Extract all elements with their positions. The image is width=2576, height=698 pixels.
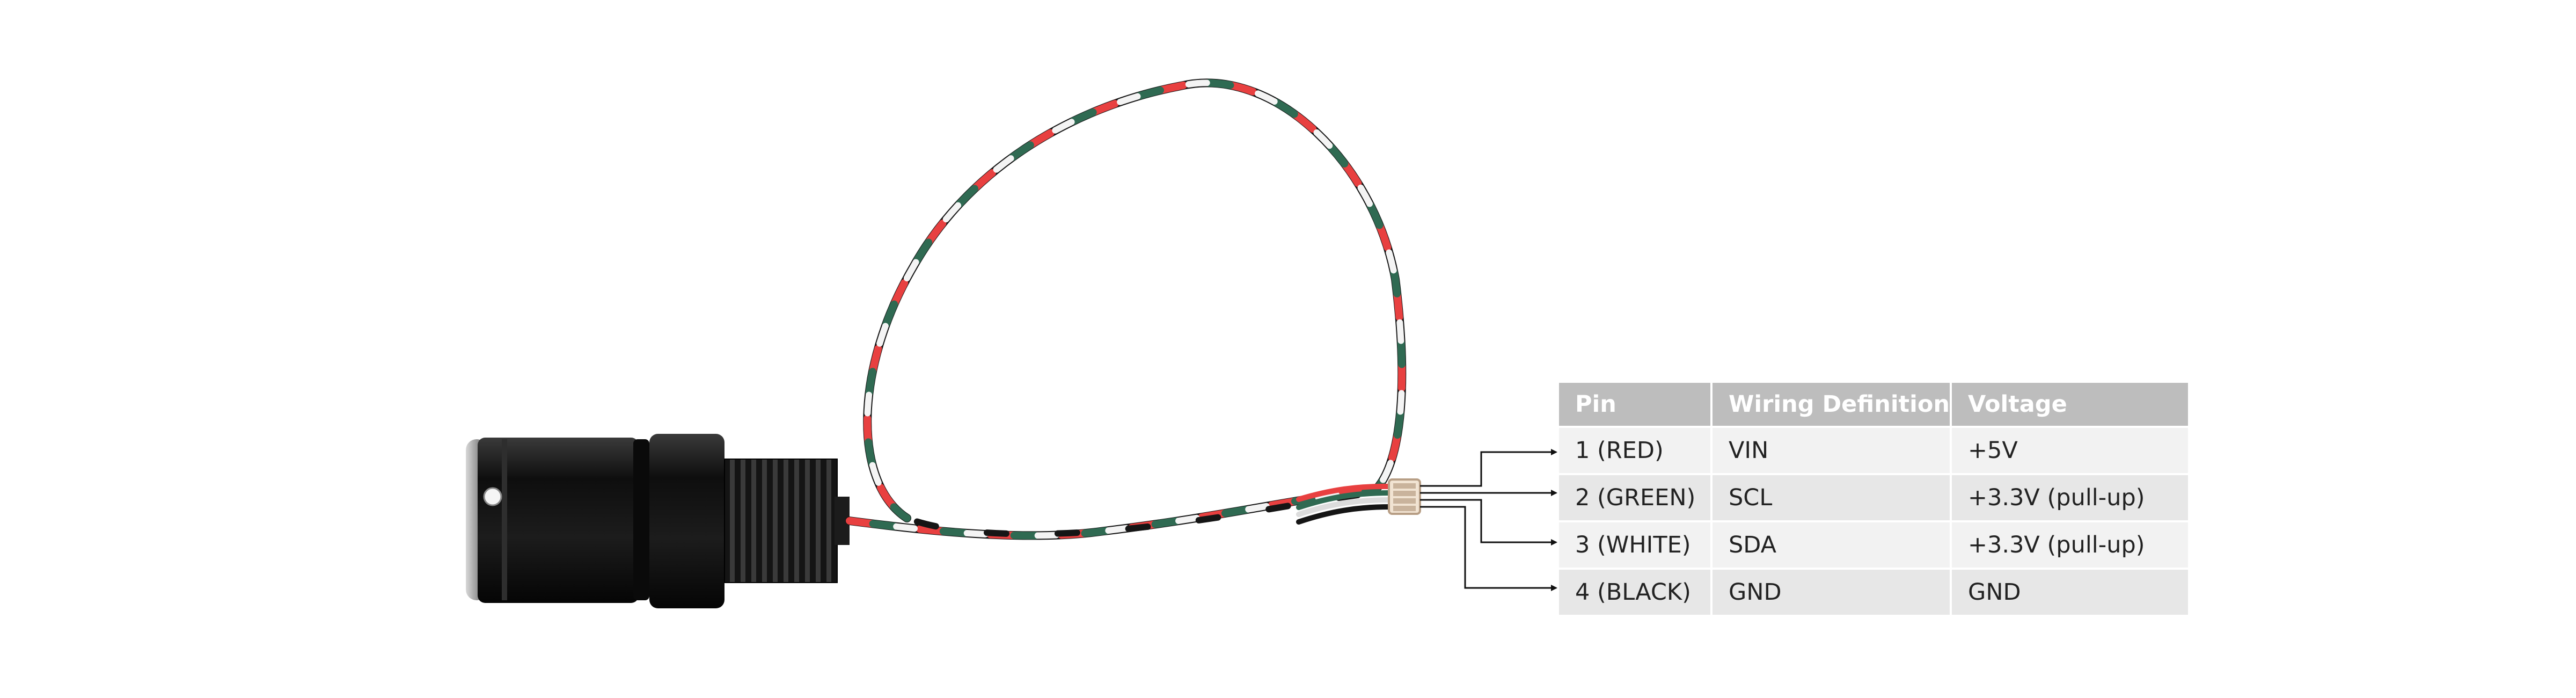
leader-pin-3 [1420,499,1557,546]
definition-cell: SCL [1710,473,1951,521]
jst-connector [1388,478,1421,515]
definition-cell: VIN [1710,426,1951,474]
table-row: 3 (WHITE) SDA +3.3V (pull-up) [1559,520,2189,569]
leader-pin-4 [1420,506,1557,591]
column-header-wiring-definition: Wiring Definition [1710,383,1951,427]
pin-cell: 4 (BLACK) [1559,568,1711,615]
voltage-cell: +3.3V (pull-up) [1950,473,2189,521]
wire-fanout [1296,483,1393,525]
pin-cell: 3 (WHITE) [1559,520,1711,569]
table-row: 4 (BLACK) GND GND [1559,568,2189,615]
definition-cell: SDA [1710,520,1951,569]
definition-cell: GND [1710,568,1951,615]
sensor-body [466,434,850,608]
voltage-cell: +5V [1950,426,2189,474]
voltage-cell: GND [1950,568,2189,615]
pin-cell: 1 (RED) [1559,426,1711,474]
leader-pin-1 [1420,449,1557,487]
pin-cell: 2 (GREEN) [1559,473,1711,521]
table-row: 1 (RED) VIN +5V [1559,426,2189,474]
column-header-pin: Pin [1559,383,1711,427]
pin-leader-lines [1420,449,1557,591]
column-header-voltage: Voltage [1950,383,2189,427]
pin-definition-table: Pin Wiring Definition Voltage 1 (RED) VI… [1559,383,2189,615]
table-header-row: Pin Wiring Definition Voltage [1559,383,2189,427]
table-row: 2 (GREEN) SCL +3.3V (pull-up) [1559,473,2189,521]
voltage-cell: +3.3V (pull-up) [1950,520,2189,569]
twisted-cable [845,78,1407,540]
